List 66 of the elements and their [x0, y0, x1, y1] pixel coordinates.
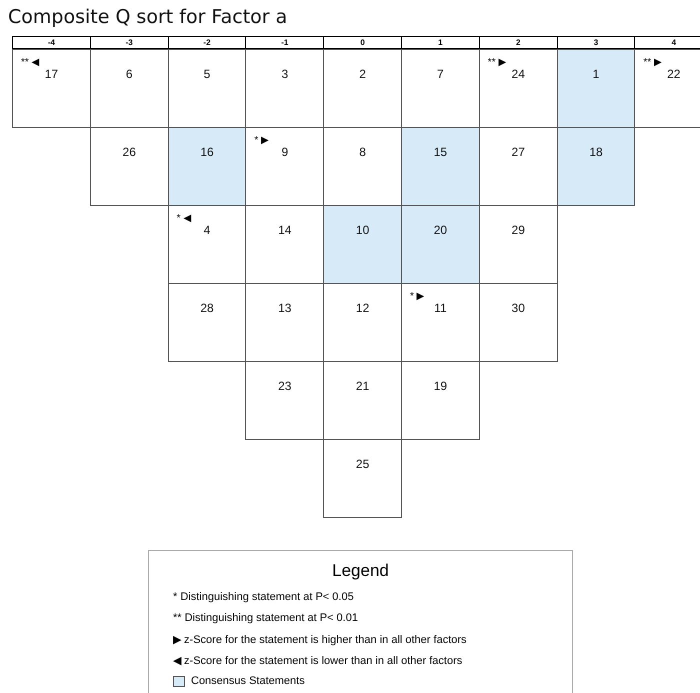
grid-cell: [323, 205, 402, 284]
statement-number: 16: [199, 145, 215, 159]
legend-text: ◀ z-Score for the statement is lower than in all other factors: [173, 654, 462, 667]
significance-marker: ** ▶: [643, 56, 662, 68]
grid-cell: [168, 127, 246, 206]
statement-number: 7: [436, 67, 445, 81]
statement-number: 13: [277, 301, 292, 315]
statement-number: 17: [44, 67, 60, 81]
column-header: 1: [401, 36, 480, 49]
significance-marker: * ▶: [254, 134, 270, 146]
statement-number: 6: [124, 67, 134, 81]
significance-marker: * ▶: [410, 290, 425, 302]
statement-number: 27: [510, 145, 526, 159]
statement-number: 11: [433, 301, 448, 315]
grid-cell: [634, 49, 700, 128]
statement-number: 30: [510, 301, 526, 315]
statement-number: 5: [202, 67, 212, 81]
statement-number: 14: [277, 223, 292, 237]
grid-cell: [90, 127, 169, 206]
grid-cell: [323, 439, 402, 518]
legend-text: ** Distinguishing statement at P< 0.01: [173, 612, 358, 624]
statement-number: 2: [358, 67, 367, 81]
statement-number: 25: [354, 457, 370, 471]
grid-cell: [478, 283, 558, 362]
column-header: -3: [90, 36, 169, 49]
grid-cell: [556, 49, 636, 128]
statement-number: 29: [510, 223, 526, 237]
chart-title: Composite Q sort for Factor a: [8, 6, 288, 28]
grid-cell: [12, 49, 91, 128]
column-header: -1: [245, 36, 324, 49]
legend-text: ▶ z-Score for the statement is higher than in all other factors: [173, 633, 467, 646]
statement-number: 10: [354, 223, 370, 237]
column-header: -4: [12, 36, 91, 49]
significance-marker: ** ◀: [21, 56, 40, 68]
grid-cell: [401, 361, 480, 440]
legend-text: * Distinguishing statement at P< 0.05: [173, 591, 354, 603]
statement-number: 21: [354, 379, 370, 393]
legend-title: Legend: [331, 561, 390, 581]
statement-number: 23: [277, 379, 292, 393]
statement-number: 20: [432, 223, 448, 237]
column-header: 4: [634, 36, 700, 49]
statement-number: 4: [202, 223, 212, 237]
grid-cell: [245, 361, 324, 440]
statement-number: 12: [354, 301, 370, 315]
grid-cell: [401, 127, 480, 206]
column-header: 0: [323, 36, 402, 49]
statement-number: 22: [666, 67, 682, 81]
significance-marker: * ◀: [176, 212, 192, 224]
statement-number: 1: [592, 67, 600, 81]
column-header: 2: [478, 36, 558, 49]
grid-cell: [401, 205, 480, 284]
statement-number: 9: [280, 145, 290, 159]
column-header: -2: [168, 36, 246, 49]
grid-cell: [556, 127, 636, 206]
significance-marker: ** ▶: [488, 56, 506, 68]
statement-number: 19: [432, 379, 448, 393]
statement-number: 18: [588, 145, 604, 159]
statement-number: 8: [358, 145, 367, 159]
statement-number: 24: [510, 67, 526, 81]
statement-number: 15: [432, 145, 448, 159]
statement-number: 28: [199, 301, 215, 315]
grid-cell: [168, 283, 246, 362]
statement-number: 26: [122, 145, 137, 159]
legend-text: Consensus Statements: [191, 675, 305, 687]
column-header: 3: [556, 36, 636, 49]
statement-number: 3: [280, 67, 290, 81]
